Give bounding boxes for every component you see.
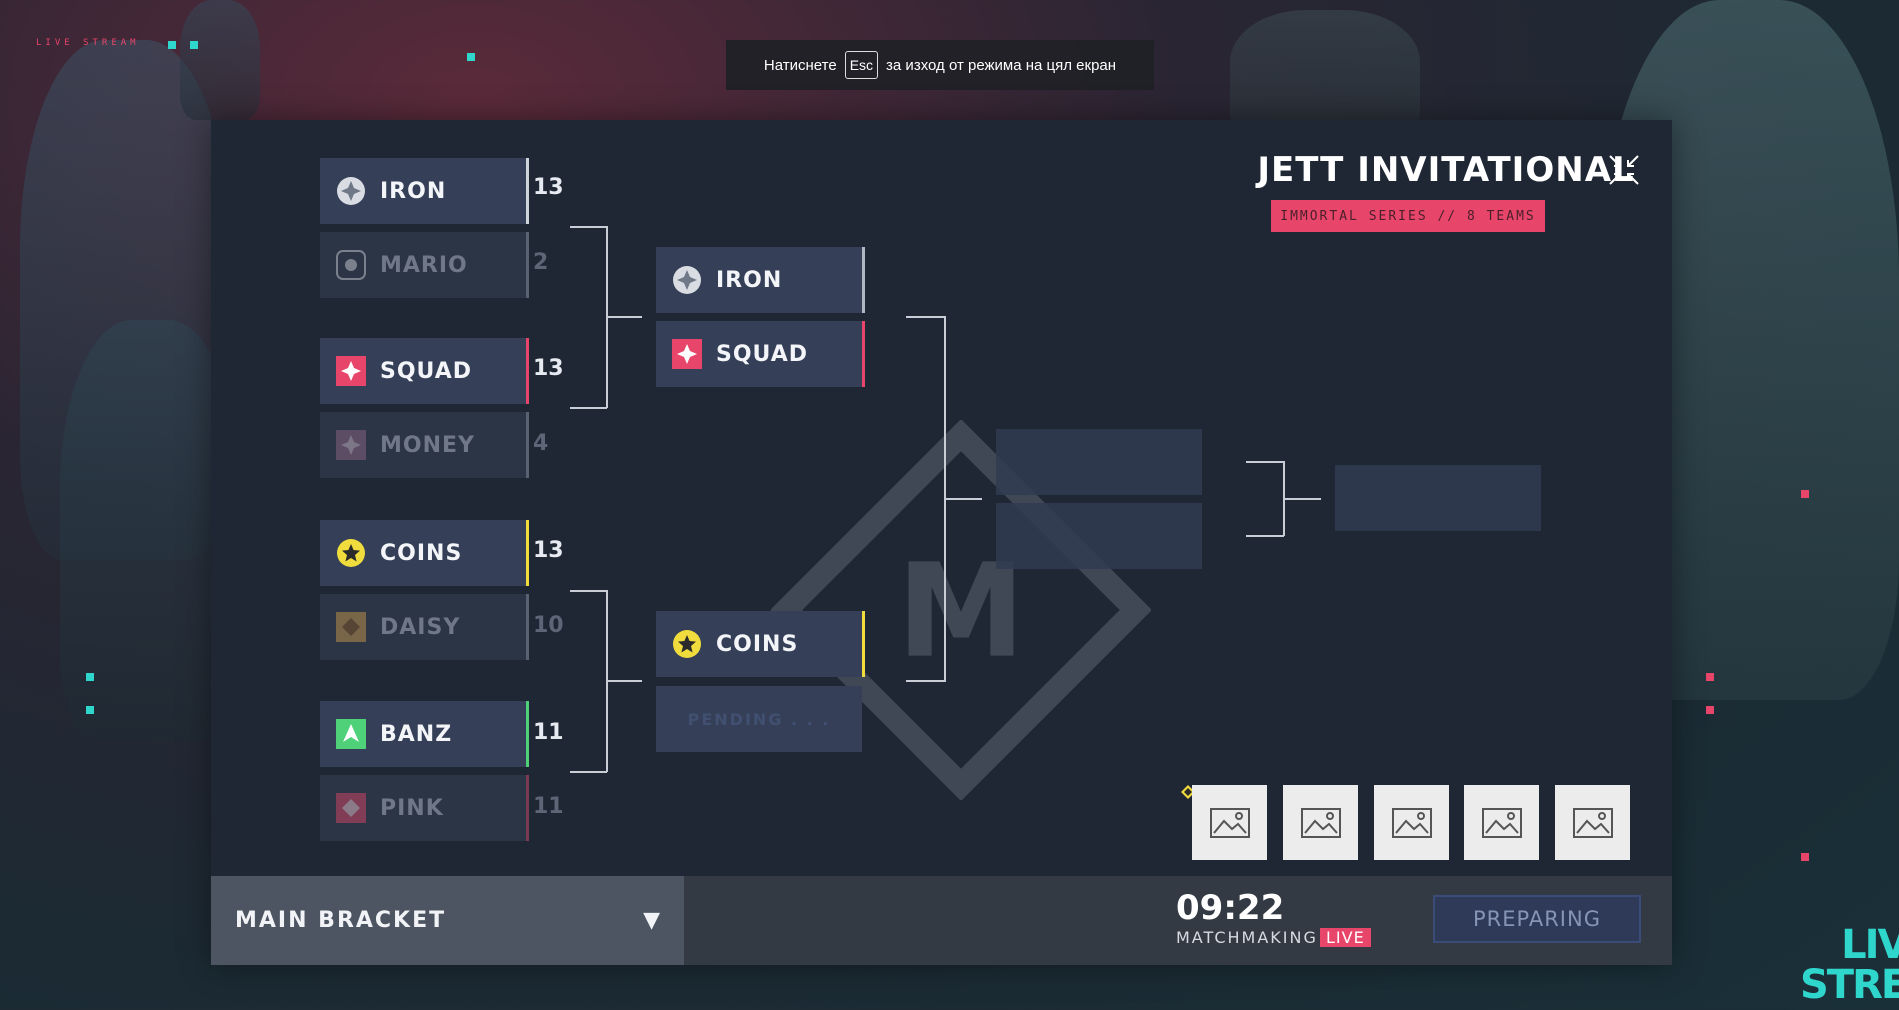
final-slot-empty [996, 429, 1202, 495]
final-slot-empty [996, 503, 1202, 569]
banz-icon [336, 719, 366, 749]
daisy-icon [336, 612, 366, 642]
team-score: 13 [533, 538, 564, 563]
bracket-connector [570, 771, 607, 773]
thumbnail-4[interactable] [1464, 785, 1539, 860]
decor-dot [168, 41, 176, 49]
semifinal-slot-squad[interactable]: SQUAD [656, 321, 865, 387]
decor-dot [86, 706, 94, 714]
semifinal-slot-coins[interactable]: COINS [656, 611, 865, 677]
team-name: SQUAD [716, 342, 808, 367]
team-name: PINK [380, 796, 444, 821]
exit-fullscreen-icon[interactable] [1606, 152, 1642, 188]
team-slot-pink[interactable]: PINK [320, 775, 529, 841]
live-stream-logo-line2: STREAM [1800, 965, 1899, 1005]
thumbnail-2[interactable] [1283, 785, 1358, 860]
team-name: IRON [716, 268, 782, 293]
bracket-select-dropdown[interactable]: MAIN BRACKET ▼ [211, 876, 684, 965]
squad-icon [672, 339, 702, 369]
team-score: 11 [533, 794, 564, 819]
caret-down-icon: ▼ [643, 908, 660, 933]
team-slot-banz[interactable]: BANZ [320, 701, 529, 767]
pending-label: PENDING . . . [656, 686, 862, 752]
bracket-connector [1283, 498, 1321, 500]
bracket-footer: MAIN BRACKET ▼ 09:22 MATCHMAKING LIVE PR… [211, 876, 1672, 965]
tournament-title: JETT INVITATIONAL [1246, 150, 1646, 190]
background-character-art [180, 0, 260, 120]
bracket-connector [606, 680, 642, 682]
team-slot-coins[interactable]: COINS [320, 520, 529, 586]
decor-dot [467, 53, 475, 61]
fullscreen-exit-banner: Натиснете Esc за изход от режима на цял … [726, 40, 1154, 90]
bracket-connector [1246, 461, 1284, 463]
iron-icon [672, 265, 702, 295]
coins-icon [336, 538, 366, 568]
team-score: 4 [533, 431, 548, 456]
coins-icon [672, 629, 702, 659]
image-placeholder-icon [1392, 808, 1432, 838]
semifinal-slot-pending: PENDING . . . [656, 686, 862, 752]
preparing-button[interactable]: PREPARING [1433, 895, 1641, 943]
team-name: SQUAD [380, 359, 472, 384]
decor-dot [190, 41, 198, 49]
money-icon [336, 430, 366, 460]
team-score: 13 [533, 175, 564, 200]
team-slot-mario[interactable]: MARIO [320, 232, 529, 298]
team-slot-money[interactable]: MONEY [320, 412, 529, 478]
bracket-connector [570, 590, 607, 592]
bracket-select-label: MAIN BRACKET [235, 908, 446, 933]
pink-icon [336, 793, 366, 823]
team-name: DAISY [380, 615, 460, 640]
decor-dot [1706, 673, 1714, 681]
live-stream-logo: LIVE STREAM [1800, 925, 1899, 1005]
matchmaking-label: MATCHMAKING [1176, 928, 1318, 947]
tournament-subtitle: IMMORTAL SERIES // 8 TEAMS [1271, 200, 1545, 232]
team-slot-daisy[interactable]: DAISY [320, 594, 529, 660]
match-timer: 09:22 [1176, 888, 1284, 928]
image-placeholder-icon [1573, 808, 1613, 838]
decor-dot [1801, 853, 1809, 861]
bracket-connector [570, 226, 607, 228]
team-score: 13 [533, 356, 564, 381]
image-placeholder-icon [1210, 808, 1250, 838]
image-placeholder-icon [1482, 808, 1522, 838]
decor-dot [1801, 490, 1809, 498]
team-score: 2 [533, 250, 548, 275]
decor-dot [1706, 706, 1714, 714]
bracket-panel: M JETT INVITATIONAL IMMORTAL SERIES // 8… [211, 120, 1672, 965]
team-score: 10 [533, 613, 564, 638]
decor-dot [86, 673, 94, 681]
bracket-connector [906, 680, 945, 682]
thumbnail-1[interactable] [1192, 785, 1267, 860]
esc-key: Esc [845, 51, 878, 79]
team-name: COINS [716, 632, 798, 657]
team-slot-iron[interactable]: IRON [320, 158, 529, 224]
banner-text-after: за изход от режима на цял екран [886, 57, 1116, 74]
team-name: MONEY [380, 433, 475, 458]
iron-icon [336, 176, 366, 206]
live-badge: LIVE [1320, 928, 1371, 947]
thumbnail-5[interactable] [1555, 785, 1630, 860]
team-name: IRON [380, 179, 446, 204]
bracket-connector [570, 407, 607, 409]
bracket-connector [1246, 535, 1284, 537]
semifinal-slot-iron[interactable]: IRON [656, 247, 865, 313]
team-slot-squad[interactable]: SQUAD [320, 338, 529, 404]
live-stream-logo-line1: LIVE [1800, 925, 1899, 965]
mario-icon [336, 250, 366, 280]
thumbnail-3[interactable] [1374, 785, 1449, 860]
image-placeholder-icon [1301, 808, 1341, 838]
team-score: 11 [533, 720, 564, 745]
team-name: BANZ [380, 722, 452, 747]
squad-icon [336, 356, 366, 386]
team-name: COINS [380, 541, 462, 566]
banner-text-before: Натиснете [764, 57, 837, 74]
bracket-connector [606, 316, 642, 318]
bracket-connector [906, 316, 945, 318]
team-name: MARIO [380, 253, 468, 278]
champion-slot-empty [1335, 465, 1541, 531]
bracket-connector [944, 498, 982, 500]
live-stream-tag: LIVE STREAM [36, 38, 140, 48]
